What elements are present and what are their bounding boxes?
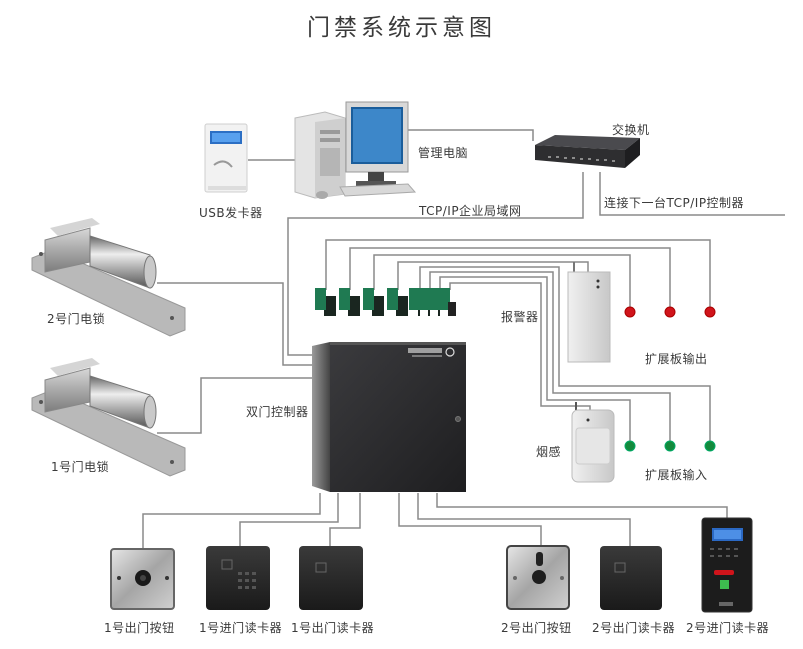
label-door1-exit-button: 1号出门按钮 xyxy=(104,621,175,635)
wire-output-1 xyxy=(373,254,631,308)
wires xyxy=(142,129,785,552)
label-dual-door-controller: 双门控制器 xyxy=(246,405,309,419)
door2-exit-button-device xyxy=(506,545,570,610)
wire-input-2 xyxy=(429,271,671,442)
usb-card-issuer xyxy=(204,123,248,193)
wire-next-controller xyxy=(599,172,785,216)
wire-input-3 xyxy=(419,266,711,442)
wire-door2-exit-reader xyxy=(417,493,631,546)
wire-door1-entry-reader xyxy=(239,493,339,546)
door1-exit-button-device xyxy=(110,548,175,610)
expansion-output-indicators xyxy=(624,306,716,318)
terminal-block xyxy=(339,288,360,316)
label-next-controller: 连接下一台TCP/IP控制器 xyxy=(604,196,745,210)
terminal-block xyxy=(419,288,430,316)
wire-alarm xyxy=(397,261,589,290)
input-indicator xyxy=(704,440,716,452)
terminal-block xyxy=(363,288,384,316)
label-door2-entry-reader: 2号进门读卡器 xyxy=(686,621,770,635)
wire-input-1 xyxy=(439,276,631,442)
terminal-block xyxy=(315,288,336,316)
wire-smoke xyxy=(449,282,591,410)
output-indicator xyxy=(704,306,716,318)
terminal-block xyxy=(429,288,440,316)
label-door2-exit-reader: 2号出门读卡器 xyxy=(592,621,676,635)
door2-entry-reader-device xyxy=(701,517,753,613)
input-indicator xyxy=(664,440,676,452)
expansion-input-indicators xyxy=(624,440,716,452)
door1-exit-reader-device xyxy=(299,546,363,610)
terminal-rail xyxy=(448,302,456,316)
door2-exit-reader-device xyxy=(600,546,662,610)
label-management-pc: 管理电脑 xyxy=(418,146,469,160)
output-indicator xyxy=(664,306,676,318)
network-switch xyxy=(535,135,640,168)
door1-electric-lock xyxy=(31,358,186,477)
alarm-siren xyxy=(567,262,611,363)
wire-pc-switch xyxy=(405,129,534,141)
label-door1-exit-reader: 1号出门读卡器 xyxy=(291,621,375,635)
wire-door2-lock xyxy=(157,282,312,366)
wire-door2-entry-reader xyxy=(436,493,728,518)
label-lan: TCP/IP企业局域网 xyxy=(419,204,522,218)
smoke-detector xyxy=(571,402,615,483)
door2-electric-lock xyxy=(31,218,186,337)
expansion-terminal-blocks xyxy=(315,288,456,316)
management-pc xyxy=(294,101,417,199)
label-door1-entry-reader: 1号进门读卡器 xyxy=(199,621,283,635)
wire-door1-exit-reader xyxy=(329,493,361,546)
wire-door2-exit-button xyxy=(398,493,542,548)
label-smoke-detector: 烟感 xyxy=(536,445,562,459)
wire-door1-lock xyxy=(157,377,312,434)
label-alarm: 报警器 xyxy=(501,310,539,324)
brand-logo-icon xyxy=(445,347,455,357)
label-usb-card-issuer: USB发卡器 xyxy=(199,206,263,220)
dual-door-controller-box xyxy=(312,342,466,492)
wire-output-3 xyxy=(325,239,711,308)
door1-entry-reader-device xyxy=(206,546,270,610)
terminal-block xyxy=(387,288,408,316)
wire-lan xyxy=(287,172,584,356)
diagram-title: 门禁系统示意图 xyxy=(307,15,496,41)
output-indicator xyxy=(624,306,636,318)
wire-door1-exit-button xyxy=(142,493,321,552)
label-door2-lock: 2号门电锁 xyxy=(47,312,106,326)
label-door2-exit-button: 2号出门按钮 xyxy=(501,621,572,635)
label-door1-lock: 1号门电锁 xyxy=(51,460,110,474)
terminal-block xyxy=(409,288,420,316)
label-switch: 交换机 xyxy=(612,123,650,137)
input-indicator xyxy=(624,440,636,452)
label-expansion-input: 扩展板输入 xyxy=(645,468,708,482)
wire-output-2 xyxy=(349,247,671,308)
label-expansion-output: 扩展板输出 xyxy=(645,352,708,366)
